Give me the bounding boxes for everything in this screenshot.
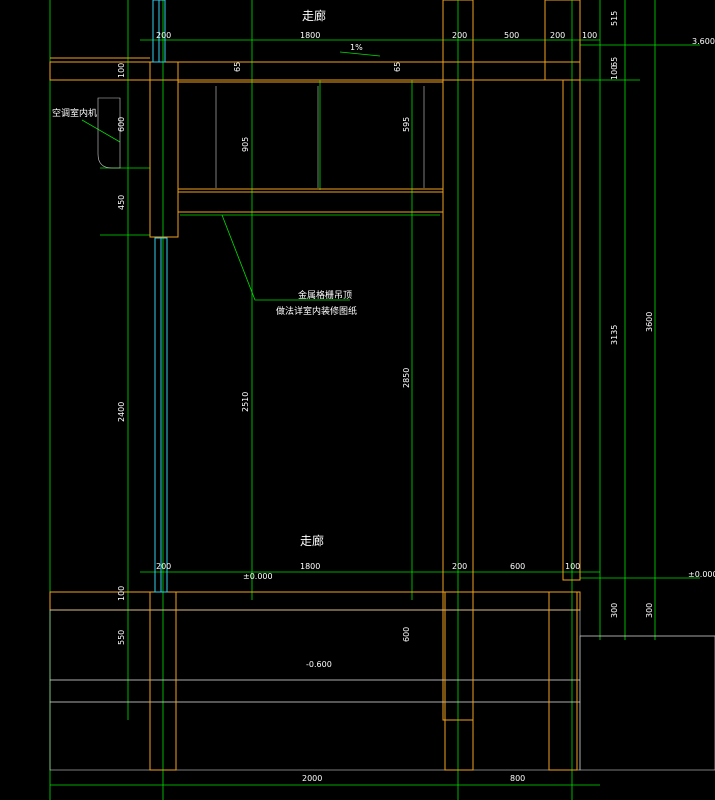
dim-floor-1: 200 (156, 562, 171, 571)
dim-top-3: 200 (452, 31, 467, 40)
dim-inner-5: 2510 (241, 392, 250, 412)
ceiling-note-line2: 做法详室内装修图纸 (276, 305, 357, 317)
dim-top-4: 500 (504, 31, 519, 40)
dim-left-1: 100 (117, 63, 126, 78)
elevation-floor-right: ±0.000 (688, 570, 715, 579)
dim-top-5: 200 (550, 31, 565, 40)
glass-curtain-wall (152, 0, 168, 593)
ac-unit-outline (97, 97, 121, 169)
dim-left-6: 100 (117, 586, 126, 601)
walls (49, 0, 715, 771)
dim-right-4: 3135 (610, 325, 619, 345)
dim-bottom-1: 2000 (302, 774, 322, 783)
dim-right-7: 300 (645, 603, 654, 618)
dim-top-2: 1800 (300, 31, 320, 40)
dim-right-6: 300 (610, 603, 619, 618)
dim-right-1: 515 (610, 11, 619, 26)
dim-inner-6: 2850 (402, 368, 411, 388)
dim-inner-2: 65 (393, 62, 402, 72)
elevation-floor-mid: ±0.000 (243, 572, 273, 581)
dim-floor-4: 600 (510, 562, 525, 571)
dim-inner-3: 905 (241, 137, 250, 152)
slope-label: 1% (350, 43, 363, 52)
corridor-bottom-label: 走廊 (300, 533, 324, 548)
dim-inner-1: 65 (233, 62, 242, 72)
dimension-lines (49, 0, 700, 800)
dim-left-2: 600 (117, 117, 126, 132)
dim-left-4: 2400 (117, 402, 126, 422)
dim-right-5: 3600 (645, 312, 654, 332)
dim-right-3: 100 (610, 65, 619, 80)
dim-floor-2: 1800 (300, 562, 320, 571)
elevation-basement: -0.600 (306, 660, 332, 669)
ac-unit-label: 空调室内机 (52, 107, 97, 119)
corridor-top-label: 走廊 (302, 8, 326, 23)
dim-inner-7: 600 (402, 627, 411, 642)
dim-floor-3: 200 (452, 562, 467, 571)
dim-bottom-2: 800 (510, 774, 525, 783)
dim-top-6: 100 (582, 31, 597, 40)
dim-floor-5: 100 (565, 562, 580, 571)
dim-left-5: 550 (117, 630, 126, 645)
dim-left-3: 450 (117, 195, 126, 210)
ceiling-note-line1: 金属格栅吊顶 (298, 289, 352, 301)
dim-right-2: 65 (610, 57, 619, 67)
dim-top-1: 200 (156, 31, 171, 40)
dim-inner-4: 595 (402, 117, 411, 132)
elevation-top-right: 3.600 (692, 37, 715, 46)
